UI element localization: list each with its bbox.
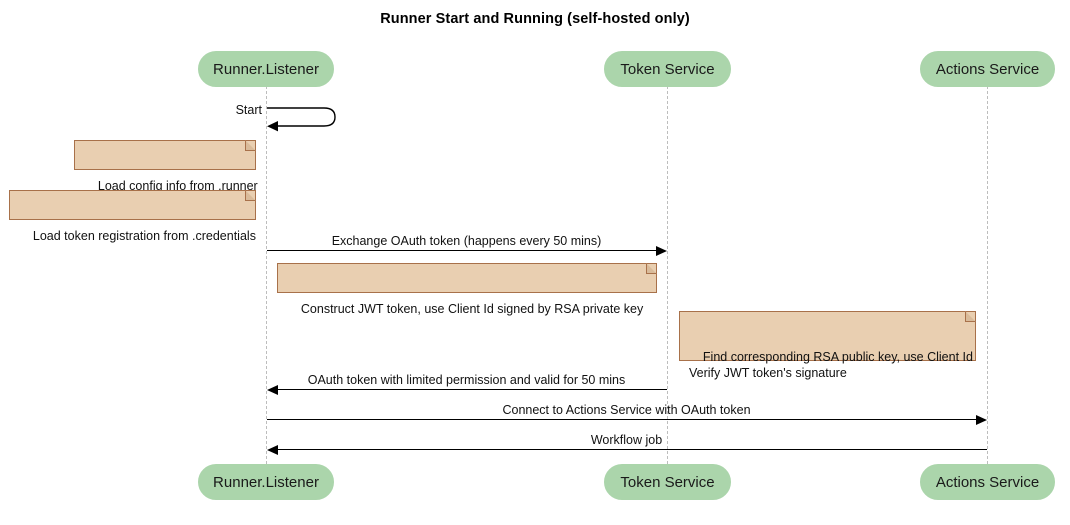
note-verify-rsa: Find corresponding RSA public key, use C… xyxy=(679,311,976,380)
message-oauth-return-line xyxy=(278,389,667,390)
message-connect-arrowhead-icon xyxy=(976,414,987,425)
note-fold-corner-icon xyxy=(245,190,256,201)
participant-runner-top[interactable]: Runner.Listener xyxy=(198,51,334,87)
participant-token-bottom-label: Token Service xyxy=(620,473,715,491)
note-construct-jwt-text: Construct JWT token, use Client Id signe… xyxy=(300,302,644,316)
lifeline-actions xyxy=(987,86,988,464)
note-fold-corner-icon xyxy=(965,311,976,322)
message-workflow-arrowhead-icon xyxy=(267,444,278,455)
lifeline-runner xyxy=(266,86,267,464)
participant-token-bottom[interactable]: Token Service xyxy=(604,464,731,500)
lifeline-token xyxy=(667,86,668,464)
message-oauth-return-label: OAuth token with limited permission and … xyxy=(307,373,626,387)
note-load-credentials: Load token registration from .credential… xyxy=(9,190,256,243)
message-workflow-line xyxy=(278,449,987,450)
note-construct-jwt: Construct JWT token, use Client Id signe… xyxy=(277,263,657,316)
participant-runner-bottom[interactable]: Runner.Listener xyxy=(198,464,334,500)
participant-token-top-label: Token Service xyxy=(620,60,715,78)
participant-runner-bottom-label: Runner.Listener xyxy=(213,473,319,491)
message-start-label: Start xyxy=(235,103,262,117)
message-connect-label: Connect to Actions Service with OAuth to… xyxy=(502,403,751,417)
message-exchange-label: Exchange OAuth token (happens every 50 m… xyxy=(331,234,602,248)
participant-actions-bottom[interactable]: Actions Service xyxy=(920,464,1055,500)
participant-runner-top-label: Runner.Listener xyxy=(213,60,319,78)
participant-token-top[interactable]: Token Service xyxy=(604,51,731,87)
message-exchange-line xyxy=(267,250,656,251)
self-loop-path-icon xyxy=(267,107,336,132)
message-exchange-arrowhead-icon xyxy=(656,245,667,256)
note-load-credentials-text: Load token registration from .credential… xyxy=(32,229,256,243)
note-load-config-text: Load config info from .runner xyxy=(97,179,258,193)
message-oauth-return-arrowhead-icon xyxy=(267,384,278,395)
note-verify-rsa-text: Find corresponding RSA public key, use C… xyxy=(689,350,973,380)
participant-actions-bottom-label: Actions Service xyxy=(935,473,1040,491)
diagram-title: Runner Start and Running (self-hosted on… xyxy=(380,11,690,27)
participant-actions-top-label: Actions Service xyxy=(935,60,1040,78)
participant-actions-top[interactable]: Actions Service xyxy=(920,51,1055,87)
message-start-loop xyxy=(262,102,342,134)
message-workflow-label: Workflow job xyxy=(590,433,663,447)
note-fold-corner-icon xyxy=(646,263,657,274)
note-load-config: Load config info from .runner xyxy=(74,140,258,193)
note-fold-corner-icon xyxy=(245,140,256,151)
message-connect-line xyxy=(267,419,976,420)
